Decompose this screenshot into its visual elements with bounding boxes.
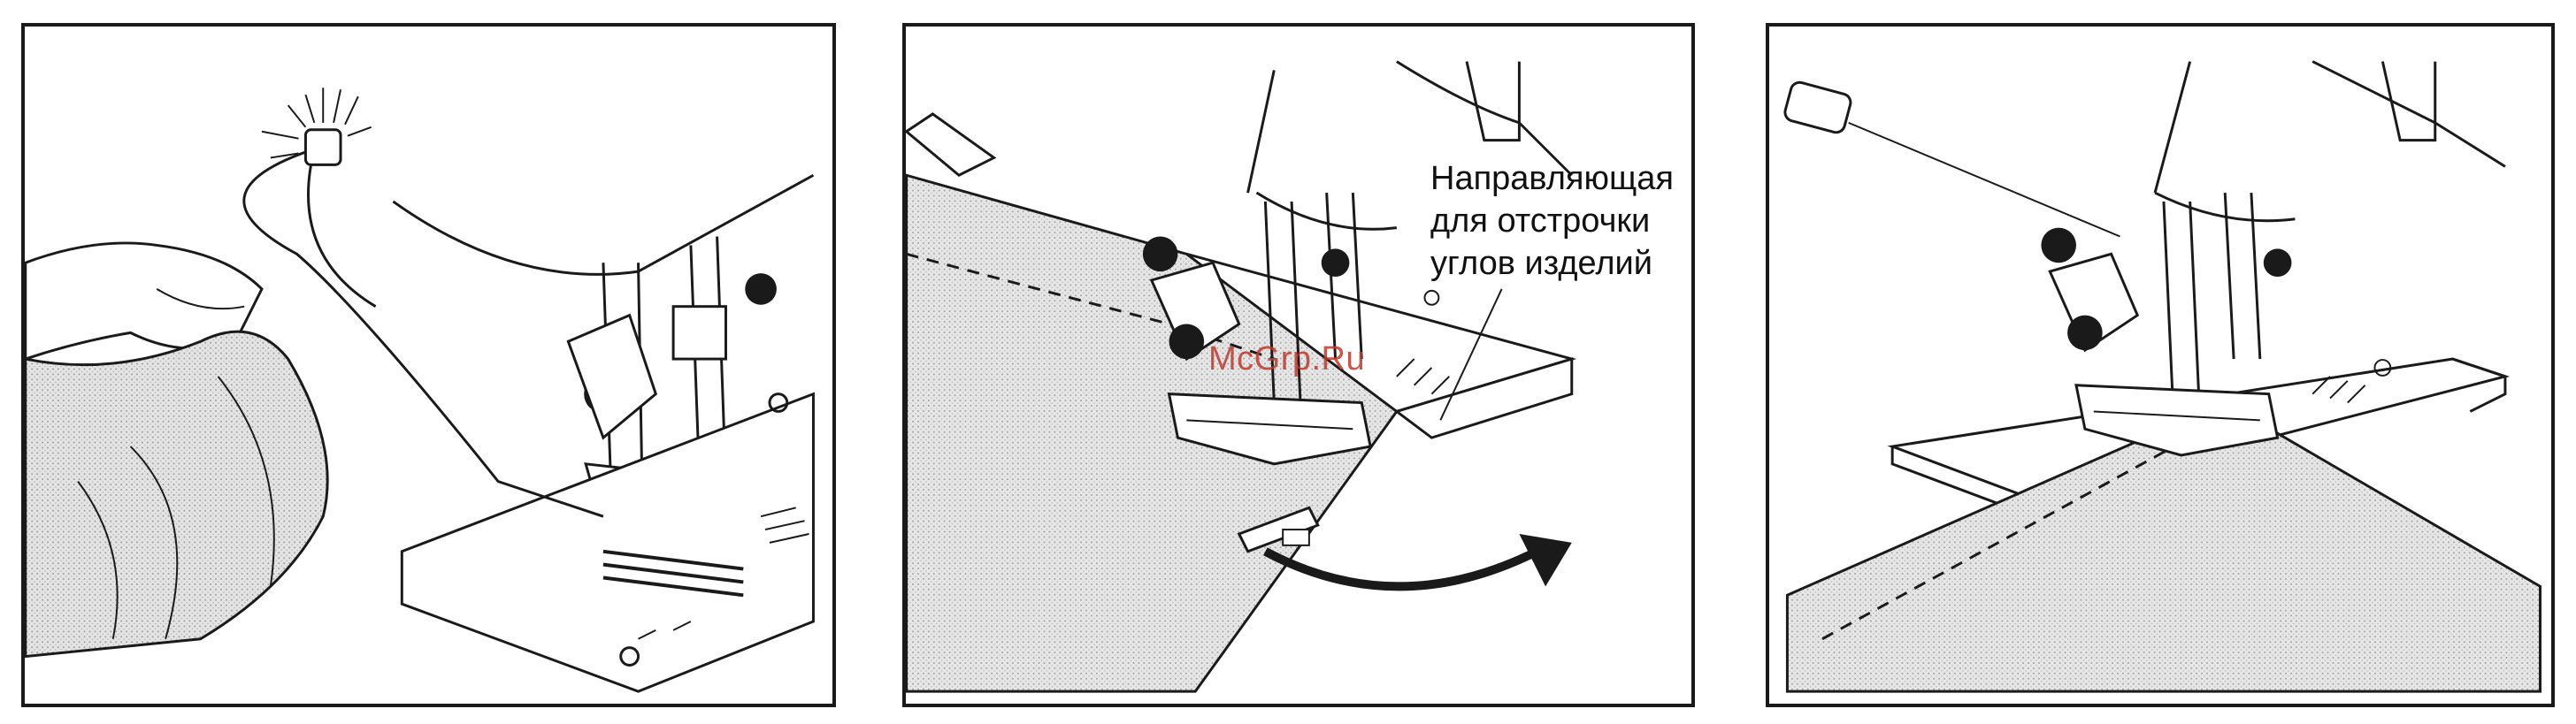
caption-line-3: углов изделий: [1430, 242, 1696, 285]
illustration-panel-1: [21, 23, 836, 707]
seam-stitching-drawing: [1769, 27, 2551, 704]
illustration-panel-3: [1766, 23, 2555, 707]
watermark-text: McGrp.Ru: [1208, 340, 1365, 378]
thread-pull-drawing: [25, 27, 832, 704]
corner-guide-caption: Направляющая для отстрочки углов изделий: [1430, 157, 1696, 285]
caption-line-2: для отстрочки: [1430, 200, 1696, 242]
caption-line-1: Направляющая: [1430, 157, 1696, 200]
